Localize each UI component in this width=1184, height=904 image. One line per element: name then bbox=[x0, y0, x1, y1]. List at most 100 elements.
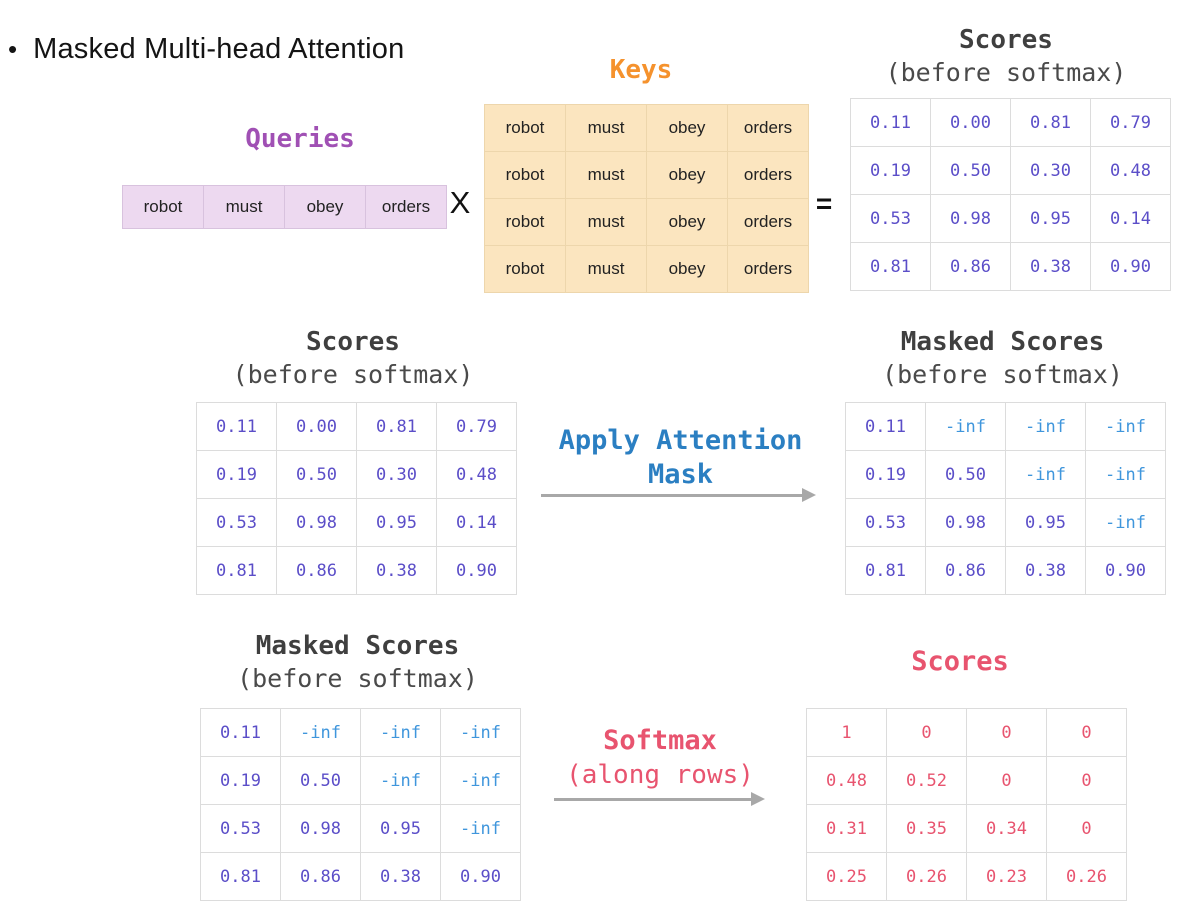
table-title: Scores bbox=[959, 25, 1053, 55]
scores-mid-heading: Scores (before softmax) bbox=[196, 326, 510, 390]
table-cell: 0.50 bbox=[280, 756, 361, 805]
table-title: Masked Scores bbox=[900, 327, 1105, 357]
scores-top-heading: Scores (before softmax) bbox=[850, 24, 1162, 88]
table-cell: 0.86 bbox=[280, 852, 361, 901]
table-cell: 0.19 bbox=[196, 450, 277, 499]
table-cell: 0.81 bbox=[850, 242, 931, 291]
table-cell: 0.98 bbox=[930, 194, 1011, 243]
table-cell: 0.53 bbox=[200, 804, 281, 853]
table-cell: 0.86 bbox=[930, 242, 1011, 291]
table-cell: 0.11 bbox=[850, 98, 931, 147]
table-row: 0.11-inf-inf-inf bbox=[200, 708, 521, 757]
table-cell: 0.81 bbox=[356, 402, 437, 451]
table-cell: 0.11 bbox=[196, 402, 277, 451]
table-cell: must bbox=[565, 245, 647, 293]
table-cell: 0.50 bbox=[925, 450, 1006, 499]
table-cell: 0.90 bbox=[1090, 242, 1171, 291]
masked-scores-bottom-heading: Masked Scores (before softmax) bbox=[200, 630, 515, 694]
table-cell: -inf bbox=[280, 708, 361, 757]
table-cell: -inf bbox=[1005, 402, 1086, 451]
table-cell: 0.98 bbox=[925, 498, 1006, 547]
table-cell: 0.19 bbox=[200, 756, 281, 805]
masked-scores-mid-heading: Masked Scores (before softmax) bbox=[845, 326, 1160, 390]
softmax-scores-heading: Scores bbox=[911, 646, 1009, 677]
table-cell: 0.11 bbox=[200, 708, 281, 757]
table-cell: 0 bbox=[966, 756, 1047, 805]
right-arrow-icon bbox=[554, 792, 765, 806]
table-cell: 0.00 bbox=[930, 98, 1011, 147]
table-cell: 0 bbox=[966, 708, 1047, 757]
table-cell: 0.81 bbox=[845, 546, 926, 595]
table-cell: 0.50 bbox=[930, 146, 1011, 195]
table-cell: 0.23 bbox=[966, 852, 1047, 901]
table-cell: 0.86 bbox=[276, 546, 357, 595]
table-cell: 0.90 bbox=[1085, 546, 1166, 595]
table-cell: 0.53 bbox=[196, 498, 277, 547]
table-cell: 0.38 bbox=[356, 546, 437, 595]
table-cell: 0.50 bbox=[276, 450, 357, 499]
table-cell: 0.81 bbox=[1010, 98, 1091, 147]
table-cell: 0.38 bbox=[360, 852, 441, 901]
table-cell: 0.52 bbox=[886, 756, 967, 805]
table-cell: must bbox=[565, 104, 647, 152]
table-cell: 0.25 bbox=[806, 852, 887, 901]
table-cell: 0.00 bbox=[276, 402, 357, 451]
softmax-label: Softmax (along rows) bbox=[510, 724, 810, 792]
table-cell: -inf bbox=[440, 708, 521, 757]
table-cell: robot bbox=[484, 245, 566, 293]
table-cell: orders bbox=[727, 198, 809, 246]
table-subtitle: (before softmax) bbox=[885, 58, 1127, 87]
bullet-icon: • bbox=[8, 34, 18, 64]
table-cell: robot bbox=[122, 185, 204, 229]
table-cell: 0 bbox=[1046, 804, 1127, 853]
softmax-line1: Softmax bbox=[603, 725, 717, 756]
table-cell: must bbox=[203, 185, 285, 229]
table-subtitle: (before softmax) bbox=[882, 360, 1123, 389]
apply-attention-mask-line1: Apply Attention bbox=[558, 425, 803, 456]
table-cell: 0.38 bbox=[1005, 546, 1086, 595]
table-cell: 0.14 bbox=[436, 498, 517, 547]
table-cell: 1 bbox=[806, 708, 887, 757]
table-cell: robot bbox=[484, 198, 566, 246]
table-cell: orders bbox=[365, 185, 447, 229]
table-cell: 0.81 bbox=[196, 546, 277, 595]
table-cell: -inf bbox=[440, 804, 521, 853]
table-cell: 0.31 bbox=[806, 804, 887, 853]
table-cell: 0.98 bbox=[280, 804, 361, 853]
table-cell: 0.26 bbox=[1046, 852, 1127, 901]
table-cell: must bbox=[565, 151, 647, 199]
table-cell: 0.79 bbox=[1090, 98, 1171, 147]
table-cell: 0.98 bbox=[276, 498, 357, 547]
table-cell: 0.14 bbox=[1090, 194, 1171, 243]
apply-attention-mask-label: Apply Attention Mask bbox=[528, 424, 833, 492]
table-cell: -inf bbox=[360, 756, 441, 805]
table-cell: orders bbox=[727, 104, 809, 152]
keys-label: Keys bbox=[609, 55, 673, 85]
table-cell: 0.95 bbox=[356, 498, 437, 547]
table-cell: 0 bbox=[886, 708, 967, 757]
table-cell: orders bbox=[727, 245, 809, 293]
table-cell: 0.35 bbox=[886, 804, 967, 853]
table-cell: 0.53 bbox=[850, 194, 931, 243]
table-cell: obey bbox=[646, 245, 728, 293]
table-cell: 0.86 bbox=[925, 546, 1006, 595]
table-subtitle: (before softmax) bbox=[237, 664, 478, 693]
